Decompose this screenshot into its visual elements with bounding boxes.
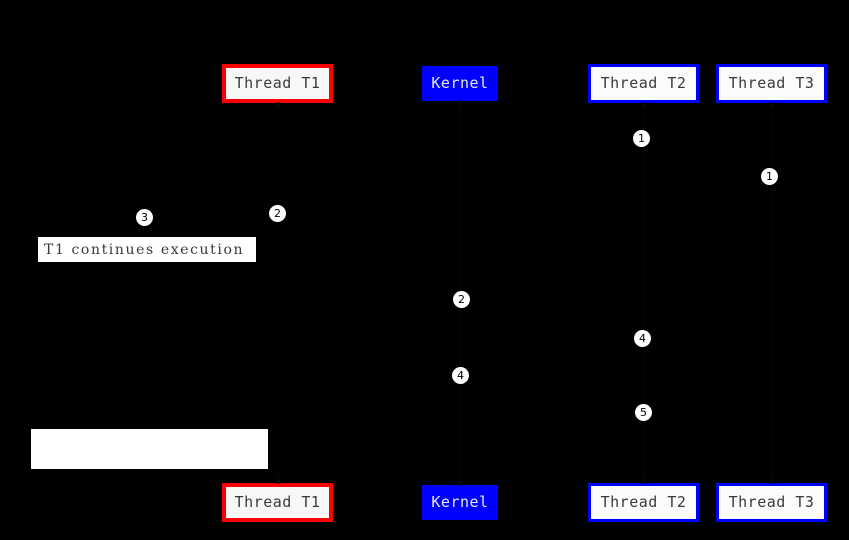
- step-badge-3: 3: [136, 209, 153, 226]
- participant-thread-t3-top[interactable]: Thread T3: [716, 64, 827, 103]
- lifeline-stub-thread-t2-top: [642, 102, 646, 107]
- participant-kernel-bottom[interactable]: Kernel: [422, 485, 498, 520]
- participant-label: Thread T3: [728, 493, 815, 511]
- step-badge-4: 4: [634, 330, 651, 347]
- participant-thread-t1-top[interactable]: Thread T1: [222, 64, 333, 103]
- lifeline-stub-thread-t1-bottom: [276, 479, 280, 484]
- step-badge-2: 2: [269, 205, 286, 222]
- lifeline-stub-thread-t2-bottom: [642, 479, 646, 484]
- participant-kernel-top[interactable]: Kernel: [422, 66, 498, 101]
- lifeline-stub-kernel-top: [459, 100, 462, 105]
- step-badge-1: 1: [633, 130, 650, 147]
- lifeline-thread-t1: [277, 103, 278, 483]
- note-label: T1 continues execution: [37, 236, 257, 263]
- participant-label: Thread T1: [234, 493, 321, 511]
- participant-label: Thread T3: [728, 74, 815, 92]
- lifeline-stub-thread-t1-top: [276, 102, 280, 107]
- lifeline-stub-thread-t3-bottom: [770, 479, 774, 484]
- participant-label: Thread T2: [600, 74, 687, 92]
- lifeline-stub-kernel-bottom: [459, 481, 462, 486]
- step-badge-5: 5: [635, 404, 652, 421]
- participant-label: Thread T2: [600, 493, 687, 511]
- participant-thread-t3-bottom[interactable]: Thread T3: [716, 483, 827, 522]
- participant-thread-t2-top[interactable]: Thread T2: [588, 64, 699, 103]
- participant-label: Kernel: [431, 493, 489, 511]
- blank-note-box: [31, 429, 268, 469]
- lifeline-stub-thread-t3-top: [770, 102, 774, 107]
- lifeline-thread-t3: [771, 103, 772, 483]
- participant-label: Kernel: [431, 74, 489, 92]
- step-badge-4: 4: [452, 367, 469, 384]
- participant-label: Thread T1: [234, 74, 321, 92]
- lifeline-thread-t2: [643, 103, 644, 483]
- step-badge-2: 2: [453, 291, 470, 308]
- participant-thread-t1-bottom[interactable]: Thread T1: [222, 483, 333, 522]
- participant-thread-t2-bottom[interactable]: Thread T2: [588, 483, 699, 522]
- step-badge-1: 1: [761, 168, 778, 185]
